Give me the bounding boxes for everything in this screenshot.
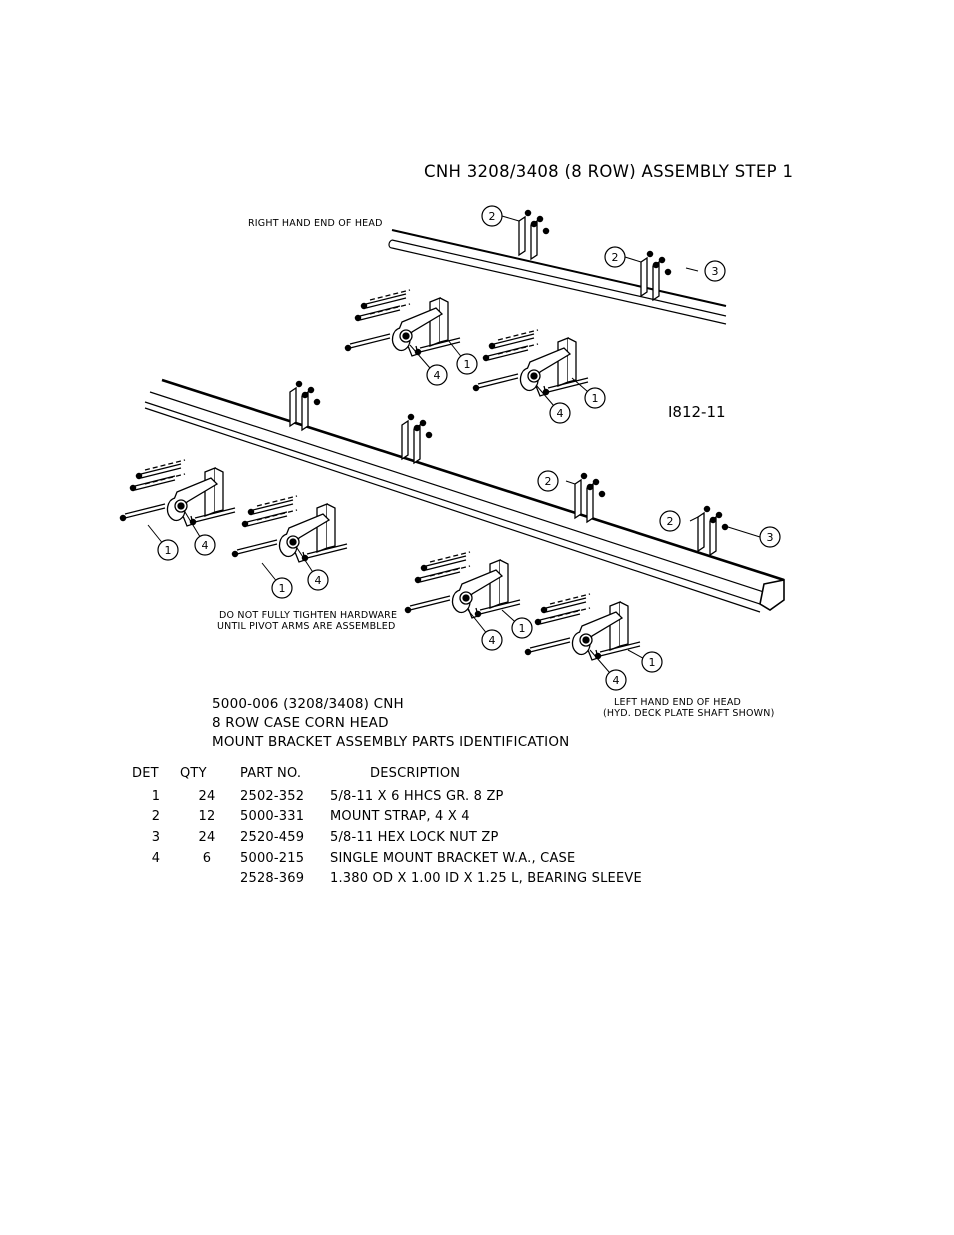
callout-balloon: 1: [584, 387, 606, 409]
cell-part-no: 2502-352: [240, 788, 305, 804]
callout-balloon: 2: [604, 246, 626, 268]
callout-number: 2: [612, 251, 619, 264]
callout-number: 3: [712, 265, 719, 278]
table-row: 2528-369 1.380 OD X 1.00 ID X 1.25 L, BE…: [132, 868, 642, 889]
upper-tube-beam: [388, 229, 727, 325]
cell-qty: 24: [198, 829, 216, 845]
cell-part-no: 2520-459: [240, 829, 305, 845]
mount-strap-group-5: [574, 472, 606, 523]
cell-det: 3: [151, 829, 161, 845]
callout-number: 4: [489, 634, 496, 647]
callout-number: 4: [202, 539, 209, 552]
mount-bracket-4: [231, 495, 348, 563]
callout-balloon: 4: [426, 364, 448, 386]
table-row: 4 6 5000-215 SINGLE MOUNT BRACKET W.A., …: [132, 848, 642, 869]
caption-line3: MOUNT BRACKET ASSEMBLY PARTS IDENTIFICAT…: [212, 734, 570, 750]
mount-strap-group-3: [289, 380, 321, 431]
callout-number: 1: [464, 358, 471, 371]
mount-strap-group-1: [518, 209, 550, 260]
parts-table-header: DET QTY PART NO. DESCRIPTION: [132, 764, 642, 786]
callout-number: 3: [767, 531, 774, 544]
callout-number: 4: [613, 674, 620, 687]
figure-number: I812-11: [668, 403, 726, 421]
header-det: DET: [132, 765, 159, 781]
lower-tube-beam: [144, 378, 785, 613]
callout-balloon: 4: [194, 534, 216, 556]
tighten-note-line1: DO NOT FULLY TIGHTEN HARDWARE: [219, 610, 398, 621]
table-row: 3 24 2520-459 5/8-11 HEX LOCK NUT ZP: [132, 827, 642, 848]
cell-description: 5/8-11 X 6 HHCS GR. 8 ZP: [330, 788, 504, 804]
cell-qty: 6: [202, 850, 212, 866]
cell-part-no: 2528-369: [240, 871, 305, 887]
callout-number: 1: [165, 544, 172, 557]
table-row: 1 24 2502-352 5/8-11 X 6 HHCS GR. 8 ZP: [132, 786, 642, 807]
callout-balloon: 1: [157, 539, 179, 561]
callout-balloon: 2: [659, 510, 681, 532]
header-part-no: PART NO.: [240, 765, 302, 781]
callout-balloon: 1: [456, 353, 478, 375]
page-title: CNH 3208/3408 (8 ROW) ASSEMBLY STEP 1: [424, 162, 794, 181]
cell-description: SINGLE MOUNT BRACKET W.A., CASE: [330, 850, 576, 866]
callout-number: 4: [315, 574, 322, 587]
callout-balloon: 3: [704, 260, 726, 282]
cell-description: 5/8-11 HEX LOCK NUT ZP: [330, 829, 499, 845]
right-hand-end-note: RIGHT HAND END OF HEAD: [248, 218, 383, 229]
callout-balloon: 2: [537, 470, 559, 492]
caption-line2: 8 ROW CASE CORN HEAD: [212, 715, 389, 731]
header-description: DESCRIPTION: [370, 765, 461, 781]
left-hand-end-note-line2: (HYD. DECK PLATE SHAFT SHOWN): [603, 708, 775, 719]
cell-part-no: 5000-331: [240, 809, 305, 825]
parts-table: DET QTY PART NO. DESCRIPTION 1 24 2502-3…: [132, 764, 642, 889]
left-hand-end-note-line1: LEFT HAND END OF HEAD: [614, 697, 742, 708]
mount-strap-group-6: [697, 505, 729, 556]
callout-number: 2: [489, 210, 496, 223]
callout-balloon: 4: [549, 402, 571, 424]
callout-number: 2: [545, 475, 552, 488]
callout-number: 1: [649, 656, 656, 669]
cell-qty: 24: [198, 788, 216, 804]
callout-balloon: 4: [481, 629, 503, 651]
mount-bracket-2: [472, 329, 589, 397]
callout-balloon: 3: [759, 526, 781, 548]
mount-bracket-5: [404, 551, 521, 619]
callout-balloon: 1: [271, 577, 293, 599]
callout-number: 1: [592, 392, 599, 405]
cell-qty: [180, 868, 234, 889]
callout-number: 4: [434, 369, 441, 382]
mount-bracket-1: [344, 289, 461, 357]
callout-number: 1: [519, 622, 526, 635]
callout-balloon: 4: [605, 669, 627, 691]
cell-description: MOUNT STRAP, 4 X 4: [330, 809, 470, 825]
callout-balloon: 1: [511, 617, 533, 639]
callout-number: 1: [279, 582, 286, 595]
cell-det: 1: [151, 788, 161, 804]
table-row: 2 12 5000-331 MOUNT STRAP, 4 X 4: [132, 807, 642, 828]
cell-part-no: 5000-215: [240, 850, 305, 866]
cell-description: 1.380 OD X 1.00 ID X 1.25 L, BEARING SLE…: [330, 871, 642, 887]
cell-det: [132, 868, 180, 889]
callout-balloon: 4: [307, 569, 329, 591]
callout-balloon: 2: [481, 205, 503, 227]
callout-balloon: 1: [641, 651, 663, 673]
cell-qty: 12: [198, 809, 216, 825]
cell-det: 2: [151, 809, 161, 825]
mount-strap-group-4: [401, 413, 433, 464]
callout-number: 4: [557, 407, 564, 420]
caption-line1: 5000-006 (3208/3408) CNH: [212, 696, 404, 712]
callout-number: 2: [667, 515, 674, 528]
header-qty: QTY: [180, 765, 207, 781]
mount-bracket-3: [119, 459, 236, 527]
cell-det: 4: [151, 850, 161, 866]
mount-bracket-6: [524, 593, 641, 661]
tighten-note-line2: UNTIL PIVOT ARMS ARE ASSEMBLED: [217, 621, 396, 632]
